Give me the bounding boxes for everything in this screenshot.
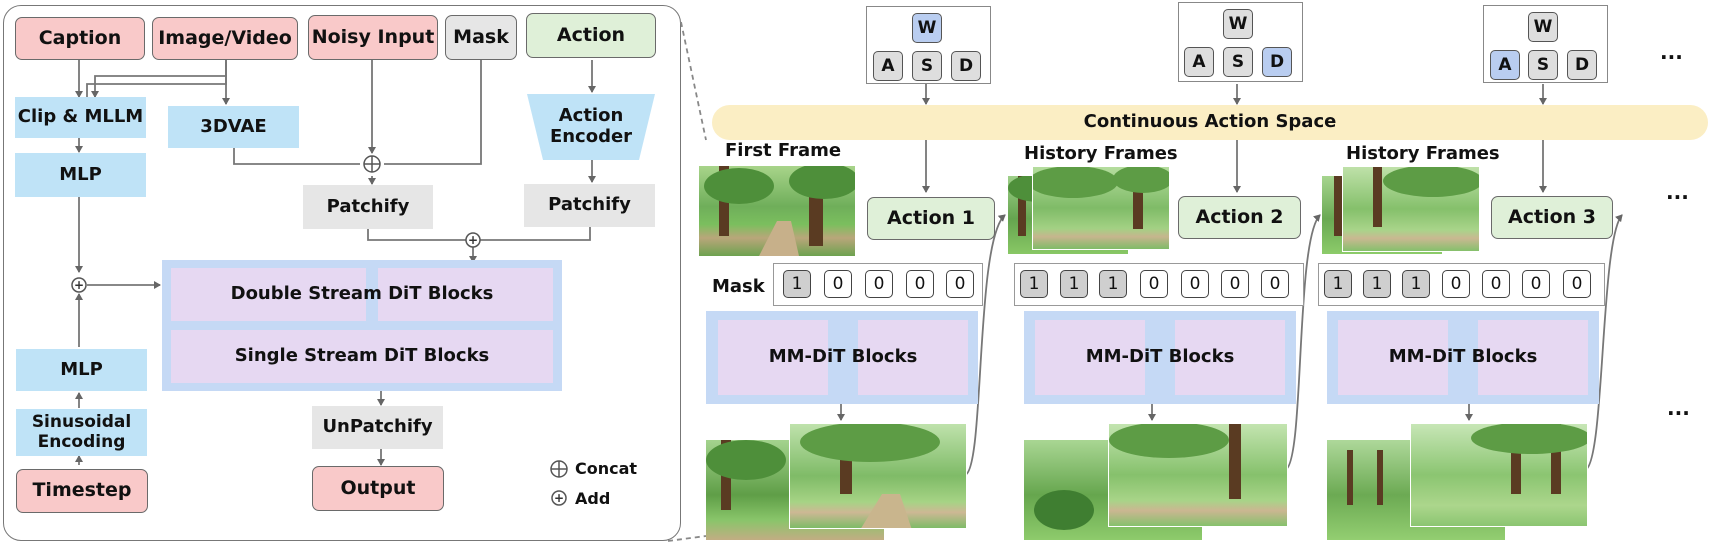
action-3-box: Action 3 [1491, 196, 1613, 239]
key-a-icon: A [873, 51, 903, 81]
patchify-latent: Patchify [303, 185, 433, 229]
key-w-icon: W [912, 13, 942, 43]
mm-dit-stream-left-1 [718, 320, 828, 395]
single-stream-dit-blocks: Single Stream DiT Blocks [171, 330, 553, 383]
key-d-icon: D [1567, 50, 1597, 80]
history-frames-label-2: History Frames [1346, 143, 1500, 164]
key-a-icon: A [1490, 50, 1520, 80]
svg-text:+: + [468, 233, 478, 247]
legend-add-label: Add [575, 489, 611, 508]
key-w-icon: W [1223, 9, 1253, 39]
key-d-icon: D [1262, 47, 1292, 77]
key-s-icon: S [1528, 50, 1558, 80]
key-s-icon: S [1223, 47, 1253, 77]
mask-label: Mask [712, 276, 765, 297]
noisy-input: Noisy Input [308, 15, 438, 60]
continuous-action-space-band: Continuous Action Space [712, 105, 1708, 140]
output-frames-2b [1108, 423, 1288, 527]
mlp-text-module: MLP [15, 153, 146, 197]
history-frame-2b [1342, 166, 1480, 252]
output-node: Output [312, 466, 444, 511]
mask-cell: 1 [1060, 270, 1088, 298]
first-frame-label: First Frame [725, 140, 842, 161]
action-input: Action [526, 13, 656, 58]
first-frame-image [699, 166, 855, 256]
mask-cell: 1 [1324, 270, 1352, 298]
mask-cell: 0 [1563, 270, 1591, 298]
mm-dit-blocks-1: MM-DiT Blocks [768, 346, 918, 368]
mlp-timestep-module: MLP [16, 349, 147, 391]
key-a-icon: A [1184, 47, 1214, 77]
timestep-input: Timestep [16, 469, 148, 513]
mask-input: Mask [445, 15, 517, 60]
key-s-icon: S [912, 51, 942, 81]
mask-cell: 0 [946, 270, 974, 298]
mask-cell: 0 [1221, 270, 1249, 298]
left-panel-architecture [3, 5, 681, 541]
action-encoder-module: Action Encoder [527, 94, 655, 160]
mm-dit-stream-right-3 [1478, 320, 1588, 395]
patchify-action: Patchify [524, 184, 655, 227]
mm-dit-blocks-2: MM-DiT Blocks [1085, 346, 1235, 368]
double-stream-dit-blocks: Double Stream DiT Blocks [230, 283, 494, 305]
key-w-icon: W [1528, 12, 1558, 42]
mask-cell: 1 [1402, 270, 1430, 298]
mask-cell: 0 [1140, 270, 1168, 298]
svg-text:+: + [74, 278, 84, 292]
mm-dit-stream-right-1 [858, 320, 968, 395]
mask-cell: 1 [1099, 270, 1127, 298]
double-stream-bg-right [378, 268, 553, 321]
mask-cell: 0 [824, 270, 852, 298]
clip-mllm-module: Clip & MLLM [15, 97, 146, 138]
action-encoder-label: Action Encoder [549, 105, 633, 147]
caption-input: Caption [15, 17, 145, 60]
mm-dit-stream-right-2 [1175, 320, 1285, 395]
action-2-box: Action 2 [1178, 196, 1301, 239]
mask-cell: 0 [1261, 270, 1289, 298]
mm-dit-stream-left-3 [1338, 320, 1448, 395]
mask-cell: 0 [1482, 270, 1510, 298]
history-frames-label-1: History Frames [1024, 143, 1178, 164]
mm-dit-stream-left-2 [1035, 320, 1145, 395]
history-frame-1b [1032, 166, 1170, 250]
image-video-input: Image/Video [152, 17, 298, 60]
output-frames-1b [789, 423, 967, 529]
ellipsis-middle: ... [1666, 180, 1689, 204]
mm-dit-blocks-3: MM-DiT Blocks [1388, 346, 1538, 368]
ellipsis-bottom: ... [1667, 396, 1690, 420]
vae-module: 3DVAE [168, 106, 299, 148]
mask-cell: 0 [1181, 270, 1209, 298]
legend-concat-label: Concat [575, 459, 638, 478]
mask-cell: 0 [1442, 270, 1470, 298]
unpatchify-module: UnPatchify [312, 406, 443, 449]
mask-cell: 0 [906, 270, 934, 298]
mask-cell: 1 [1020, 270, 1048, 298]
key-d-icon: D [951, 51, 981, 81]
output-frames-3b [1410, 423, 1588, 527]
mask-cell: 0 [1522, 270, 1550, 298]
sinusoidal-encoding-module: Sinusoidal Encoding [16, 409, 147, 456]
mask-cell: 0 [865, 270, 893, 298]
action-1-box: Action 1 [867, 197, 995, 240]
double-stream-bg-left [171, 268, 366, 321]
ellipsis-top: ... [1660, 40, 1683, 64]
mask-cell: 1 [783, 270, 811, 298]
svg-text:+: + [554, 491, 564, 505]
mask-cell: 1 [1363, 270, 1391, 298]
